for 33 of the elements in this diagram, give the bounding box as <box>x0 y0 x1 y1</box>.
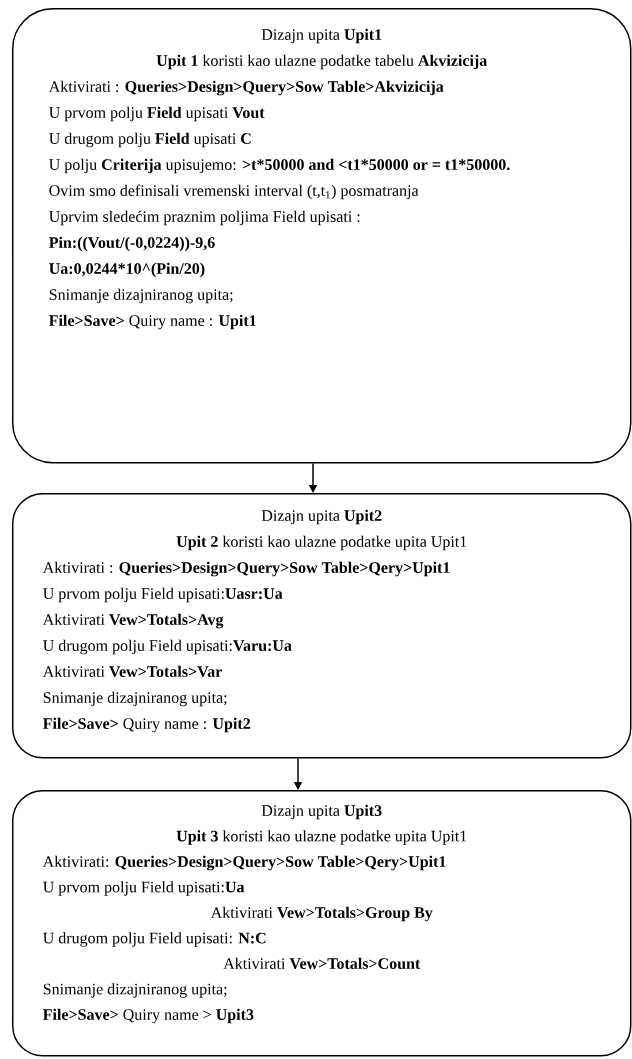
instruction-text: Aktivirati Vew>Totals>Var <box>42 665 222 678</box>
instruction-text: U polju Criterija upisujemo: >t*50000 and <t1*50000 or = t1*50000. <box>49 158 510 174</box>
instruction-text: U prvom polju Field upisati Vout <box>49 106 265 122</box>
heading: Dizajn upita Upit3 <box>261 804 382 820</box>
instruction-text: Upit 3 koristi kao ulazne podatke upita Upit1 <box>176 830 467 845</box>
instruction-text: U drugom polju Field upisati: N:C <box>43 932 266 947</box>
instruction-text: Ua:0,0244*10^(Pin/20) <box>49 262 205 278</box>
instruction-text: Snimanje dizajniranog upita; <box>43 983 227 998</box>
instruction-text: Aktivirati : Queries>Design>Query>Sow Table>Akvizicija <box>48 80 444 96</box>
instruction-text: U drugom polju Field upisati C <box>49 132 251 148</box>
instruction-text: Upit 1 koristi kao ulazne podatke tabelu Akvizicija <box>156 54 487 70</box>
instruction-text: Aktivirati : Queries>Design>Query>Sow Table>Qery>Upit1 <box>42 561 450 577</box>
instruction-text: Aktivirati Vew>Totals>Group By <box>210 906 433 922</box>
instruction-text: Aktivirati Vew>Totals>Count <box>223 957 421 970</box>
process-box <box>12 8 632 464</box>
instruction-text: U prvom polju Field upisati:Ua <box>43 881 245 896</box>
instruction-text: Upit 2 koristi kao ulazne podatke upita Upit1 <box>176 535 467 551</box>
process-box <box>12 493 632 759</box>
process-box <box>12 790 632 1057</box>
instruction-text: Aktivirati Vew>Totals>Avg <box>42 613 224 629</box>
instruction-text: File>Save> Quiry name : Upit2 <box>43 717 251 733</box>
instruction-text: Aktivirati: Queries>Design>Query>Sow Table>Qery>Upit1 <box>42 855 446 871</box>
instruction-text: Ovim smo definisali vremenski interval (t,t$_{1}$) posmatranja <box>49 184 419 200</box>
instruction-text: Uprvim sledećim praznim poljima Field upisati : <box>49 210 360 226</box>
instruction-text: U drugom polju Field upisati:Varu:Ua <box>43 639 292 655</box>
instruction-text: Snimanje dizajniranog upita; <box>49 288 233 304</box>
heading: Dizajn upita Upit2 <box>261 509 382 525</box>
instruction-text: U prvom polju Field upisati:Uasr:Ua <box>43 587 283 603</box>
instruction-text: Snimanje dizajniranog upita; <box>43 691 227 707</box>
instruction-text: Pin:((Vout/(-0,0224))-9,6 <box>49 236 215 252</box>
instruction-text: File>Save> Quiry name : Upit1 <box>49 314 256 330</box>
heading: Dizajn upita Upit1 <box>261 28 382 44</box>
instruction-text: File>Save> Quiry name > Upit3 <box>43 1008 254 1024</box>
